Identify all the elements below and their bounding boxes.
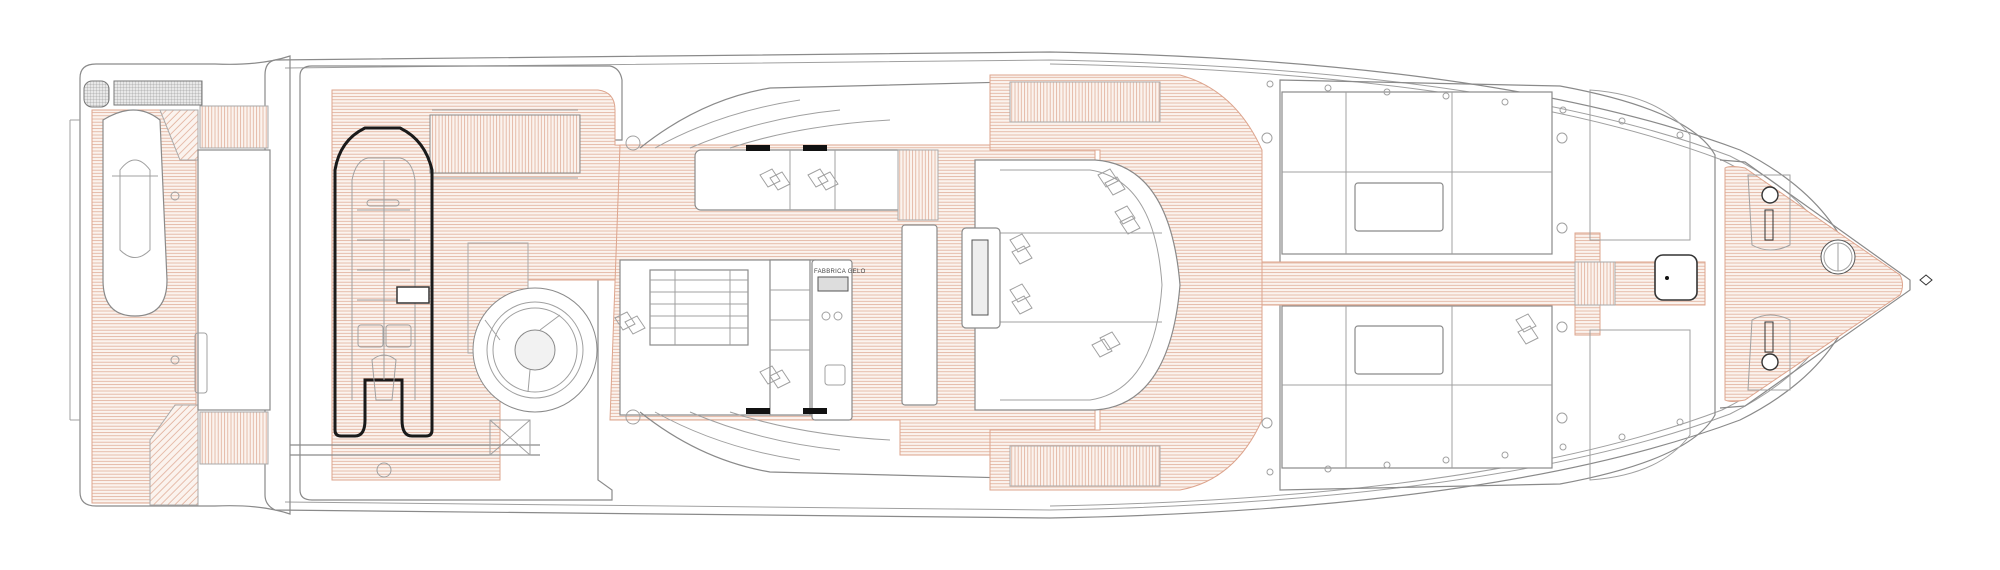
jet-ski-icon: [102, 109, 180, 365]
ice-maker-label: FABBRICA GELO: [814, 269, 866, 275]
grill-bar: [113, 80, 203, 106]
foredeck: [1261, 79, 1716, 491]
side-benches: [625, 79, 1091, 481]
tender-boat-icon: [290, 126, 540, 478]
bow-fitting-icon: [1919, 274, 1933, 286]
bar-counter: [811, 259, 853, 421]
jacuzzi-icon: [472, 287, 598, 456]
windlass-icon: [1761, 353, 1779, 371]
bow-area: [1719, 159, 1933, 409]
helm-lounge: [961, 74, 1263, 491]
grill-vent: [83, 80, 110, 108]
sink-icon: [824, 364, 846, 386]
wet-bar-area: FABBRICA GELO: [609, 144, 1096, 456]
windlass-icon: [1761, 186, 1779, 204]
fixture-black: [746, 145, 770, 151]
swim-platform: [83, 80, 271, 506]
rail-stanchions: [1266, 80, 1684, 476]
hatch-icon: [1654, 254, 1698, 301]
cooktop-icon: [821, 311, 831, 321]
ice-maker-icon: [817, 276, 849, 292]
